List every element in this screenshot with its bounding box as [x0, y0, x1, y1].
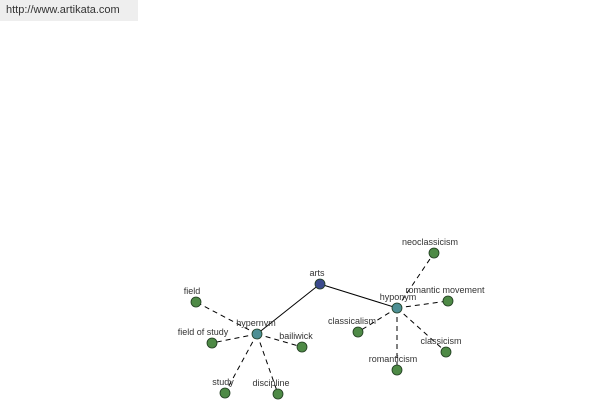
node-label-field[interactable]: field: [184, 286, 201, 296]
edge-hyponym-classicalism: [357, 307, 398, 333]
node-label-field-of-study[interactable]: field of study: [178, 327, 229, 337]
edge-hypernym-bailiwick: [256, 333, 303, 348]
node-hypernym[interactable]: [251, 328, 263, 340]
node-arts[interactable]: [314, 278, 326, 290]
edge-hypernym-field: [195, 301, 258, 335]
graph-labels: arts hypernym hyponym field field of study ba…: [178, 237, 485, 388]
node-label-arts[interactable]: arts: [309, 268, 325, 278]
node-field[interactable]: [190, 296, 202, 308]
edge-arts-hypernym: [256, 283, 321, 335]
node-label-discipline[interactable]: discipline: [252, 378, 289, 388]
node-label-hyponym[interactable]: hyponym: [380, 292, 417, 302]
node-classicalism[interactable]: [352, 326, 364, 338]
graph-edges: [195, 252, 449, 395]
edge-hypernym-study: [224, 333, 258, 394]
node-label-classicalism[interactable]: classicalism: [328, 316, 376, 326]
site-url[interactable]: http://www.artikata.com: [0, 0, 138, 21]
node-neoclassicism[interactable]: [428, 247, 440, 259]
node-hyponym[interactable]: [391, 302, 403, 314]
node-classicism[interactable]: [440, 346, 452, 358]
node-label-bailiwick[interactable]: bailiwick: [279, 331, 313, 341]
edge-hyponym-classicism: [396, 307, 447, 353]
node-bailiwick[interactable]: [296, 341, 308, 353]
edge-hyponym-romantic-movement: [396, 300, 449, 309]
graph-nodes: [190, 247, 454, 400]
edge-hyponym-neoclassicism: [396, 252, 435, 309]
node-romanticism[interactable]: [391, 364, 403, 376]
node-label-romanticism[interactable]: romanticism: [369, 354, 418, 364]
edge-hypernym-field-of-study: [211, 333, 258, 344]
node-label-hypernym[interactable]: hypernym: [236, 318, 276, 328]
edge-hypernym-discipline: [256, 333, 279, 395]
node-study[interactable]: [219, 387, 231, 399]
node-romantic-movement[interactable]: [442, 295, 454, 307]
node-field-of-study[interactable]: [206, 337, 218, 349]
node-label-neoclassicism[interactable]: neoclassicism: [402, 237, 458, 247]
node-discipline[interactable]: [272, 388, 284, 400]
node-label-romantic-movement[interactable]: romantic movement: [405, 285, 485, 295]
edge-arts-hyponym: [319, 283, 398, 309]
node-label-classicism[interactable]: classicism: [420, 336, 461, 346]
node-label-study[interactable]: study: [212, 377, 234, 387]
